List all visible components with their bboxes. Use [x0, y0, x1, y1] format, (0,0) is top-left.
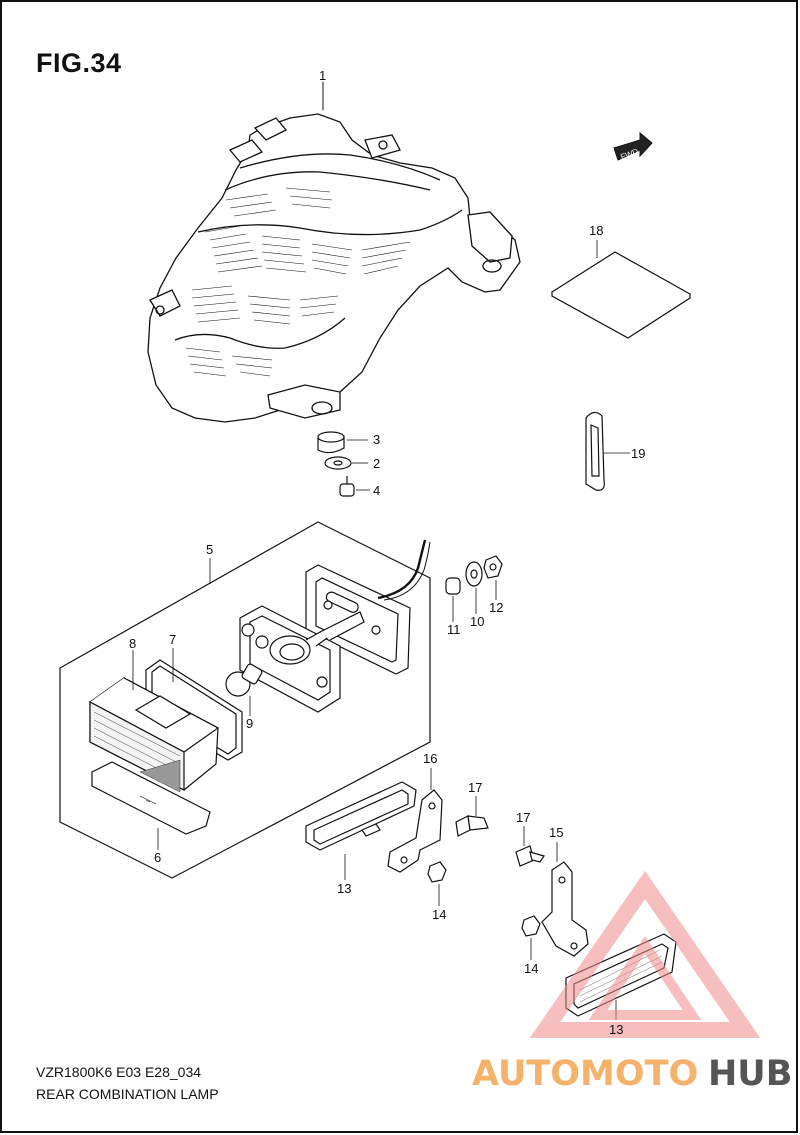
figure-model-code: VZR1800K6 E03 E28_034: [36, 1064, 202, 1080]
part-17-bolt-left: [455, 796, 489, 837]
part-14-nut-left: [427, 861, 447, 906]
watermark-word-automoto: AUTOMOTO: [472, 1054, 698, 1094]
callout-6: 6: [154, 850, 161, 865]
part-19-clip: [585, 411, 630, 491]
part-5-assembly-outline: [59, 521, 431, 879]
callout-7: 7: [169, 632, 176, 647]
part-14-nut-right: [521, 915, 541, 960]
figure-assembly-name: REAR COMBINATION LAMP: [36, 1086, 219, 1102]
part-8-lens: [89, 650, 220, 793]
automotohub-watermark-logo: [529, 870, 761, 1038]
part-9-bulb: [225, 663, 263, 716]
callout-3: 3: [373, 432, 380, 447]
part-11-collar: [445, 577, 461, 622]
callout-2: 2: [373, 456, 380, 471]
callout-16: 16: [423, 751, 437, 766]
callout-1: 1: [319, 68, 326, 83]
part-15-bracket: [541, 842, 589, 957]
callout-9: 9: [246, 716, 253, 731]
watermark-word-hub: HUB: [708, 1054, 792, 1094]
part-2-washer: [324, 456, 368, 470]
callout-17-lower: 17: [516, 810, 530, 825]
part-1-lamp-housing: [147, 113, 521, 423]
callout-12: 12: [489, 600, 503, 615]
callout-19: 19: [631, 446, 645, 461]
part-4-screw: [339, 476, 370, 497]
part-18-label: [550, 240, 692, 339]
callout-15: 15: [549, 825, 563, 840]
figure-title: FIG.34: [36, 48, 122, 78]
part-17-bolt-right: [515, 826, 545, 867]
part-10-washer: [465, 561, 483, 614]
callout-13-left: 13: [337, 881, 351, 896]
callout-14-left: 14: [432, 907, 446, 922]
callout-10: 10: [470, 614, 484, 629]
part-6-plate: [91, 761, 211, 850]
part-13-reflector-left: [305, 781, 417, 880]
fwd-direction-arrow: [613, 131, 653, 161]
callout-labels: 1 2 3 4 5 6 7 8 9 10 11 12 13 13 14 14 1…: [129, 68, 645, 1037]
callout-13-right: 13: [609, 1022, 623, 1037]
callout-5: 5: [206, 542, 213, 557]
callout-18: 18: [589, 223, 603, 238]
callout-11: 11: [447, 622, 461, 637]
lamp-base: [239, 605, 365, 713]
callout-4: 4: [373, 483, 380, 498]
callout-8: 8: [129, 636, 136, 651]
part-12-nut: [483, 555, 503, 600]
part-3-grommet: [317, 431, 368, 454]
part-16-bracket: [361, 768, 443, 873]
callout-17-upper: 17: [468, 780, 482, 795]
callout-14-right: 14: [524, 961, 538, 976]
